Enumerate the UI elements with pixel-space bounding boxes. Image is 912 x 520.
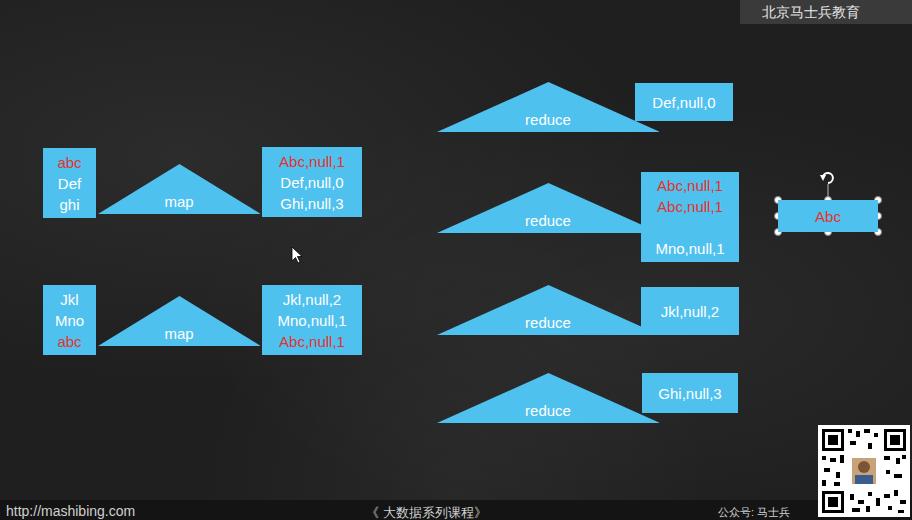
process-triangle: reduce <box>437 82 660 132</box>
triangle-shape <box>98 164 261 214</box>
qr-finder <box>828 497 838 507</box>
record-text: Jkl,null,2 <box>277 289 346 310</box>
mouse-cursor <box>292 247 302 263</box>
record-box: Abc <box>778 200 878 232</box>
text-stack: Abc,null,1Def,null,0Ghi,null,3 <box>279 151 345 214</box>
qr-finder <box>887 432 903 448</box>
record-text: abc <box>55 331 84 352</box>
text-stack: map <box>98 323 261 344</box>
qr-finder <box>828 435 838 445</box>
qr-photo-body <box>855 475 873 484</box>
triangle-shape <box>437 285 660 335</box>
record-text: Ghi,null,3 <box>658 383 721 404</box>
rotate-icon-head <box>820 175 826 181</box>
website-url: http://mashibing.com <box>6 503 135 519</box>
qr-modules <box>822 429 906 513</box>
text-stack: JklMnoabc <box>55 289 84 352</box>
triangle-shape <box>437 373 660 423</box>
record-text: Jkl,null,2 <box>661 301 719 322</box>
record-text: Def,null,0 <box>279 172 345 193</box>
text-stack: reduce <box>437 400 660 421</box>
process-triangle: reduce <box>437 183 660 233</box>
qr-finder <box>822 491 844 513</box>
process-label: map <box>98 323 261 344</box>
qr-finder <box>822 429 844 451</box>
triangle-shape <box>437 82 660 132</box>
course-title: 《 大数据系列课程》 <box>366 504 487 520</box>
qr-photo-face <box>858 461 870 473</box>
text-stack: reduce <box>437 109 660 130</box>
record-text: Abc <box>815 206 841 227</box>
triangle-shape <box>98 296 261 346</box>
record-box: Jkl,null,2Mno,null,1Abc,null,1 <box>262 285 362 355</box>
text-stack: Abc <box>815 206 841 227</box>
process-triangle: map <box>98 296 261 346</box>
qr-ground <box>818 425 910 517</box>
record-text: Def <box>57 173 81 194</box>
text-stack: Jkl,null,2Mno,null,1Abc,null,1 <box>277 289 346 352</box>
record-box: Abc,null,1Def,null,0Ghi,null,3 <box>262 147 362 217</box>
process-triangle: reduce <box>437 285 660 335</box>
record-box: abcDefghi <box>43 148 96 218</box>
text-stack: abcDefghi <box>57 152 81 215</box>
record-box: Jkl,null,2 <box>641 287 739 335</box>
record-text: Abc,null,1 <box>655 196 724 217</box>
text-stack: Ghi,null,3 <box>658 383 721 404</box>
process-label: reduce <box>437 109 660 130</box>
record-text: ghi <box>57 194 81 215</box>
process-label: reduce <box>437 312 660 333</box>
text-stack: Jkl,null,2 <box>661 301 719 322</box>
record-text: Ghi,null,3 <box>279 193 345 214</box>
record-text: Mno <box>55 310 84 331</box>
process-triangle: map <box>98 164 261 214</box>
text-stack: Def,null,0 <box>652 92 715 113</box>
qr-finder <box>825 494 841 510</box>
record-text: abc <box>57 152 81 173</box>
text-stack: map <box>98 191 261 212</box>
qr-photo <box>852 458 876 484</box>
record-text: Abc,null,1 <box>655 175 724 196</box>
qr-finder <box>825 432 841 448</box>
account-note: 公众号: 马士兵 <box>718 505 790 520</box>
record-text: Jkl <box>55 289 84 310</box>
header-strip <box>740 0 912 24</box>
process-label: map <box>98 191 261 212</box>
record-box: JklMnoabc <box>43 285 96 355</box>
record-text: Mno,null,1 <box>655 238 724 259</box>
brand-header: 北京马士兵教育 <box>762 4 860 22</box>
process-label: reduce <box>437 210 660 231</box>
qr-finder <box>890 435 900 445</box>
record-text: Abc,null,1 <box>279 151 345 172</box>
text-stack: reduce <box>437 312 660 333</box>
record-text: Mno,null,1 <box>277 310 346 331</box>
qr-code <box>818 425 910 517</box>
selection-handles <box>775 173 882 235</box>
record-text: Abc,null,1 <box>277 331 346 352</box>
process-triangle: reduce <box>437 373 660 423</box>
qr-finder <box>884 429 906 451</box>
text-stack: reduce <box>437 210 660 231</box>
record-box: Def,null,0 <box>635 83 733 121</box>
text-stack: Abc,null,1Abc,null,1Mno,null,1 <box>655 175 724 259</box>
record-text: Def,null,0 <box>652 92 715 113</box>
record-box: Abc,null,1Abc,null,1Mno,null,1 <box>641 172 739 262</box>
record-box: Ghi,null,3 <box>642 373 738 413</box>
process-label: reduce <box>437 400 660 421</box>
triangle-shape <box>437 183 660 233</box>
